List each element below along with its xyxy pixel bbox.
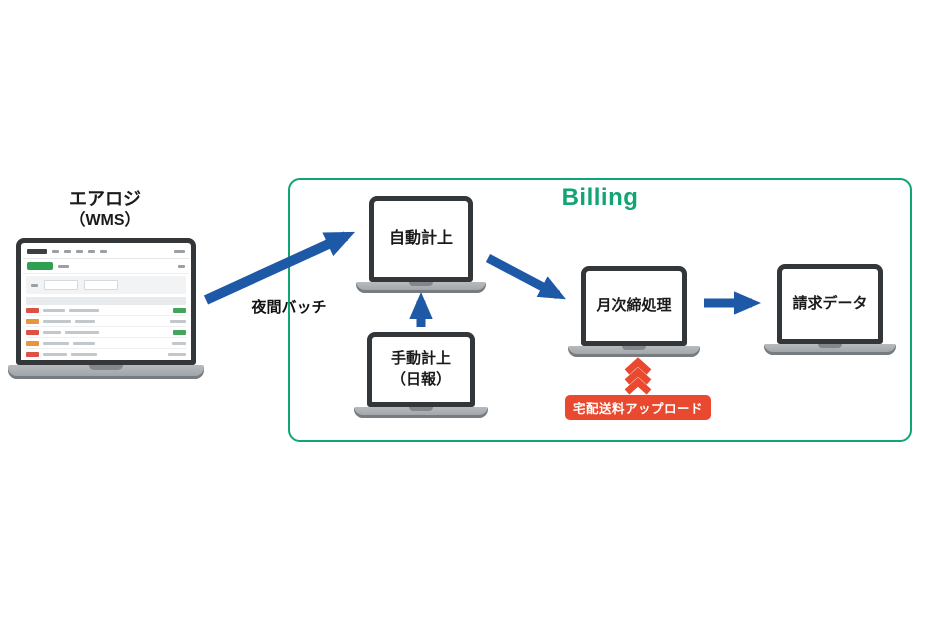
node-invoice-laptop: 請求データ	[764, 264, 896, 355]
upload-badge: 宅配送料アップロード	[565, 395, 711, 420]
wms-ui-navbar	[23, 245, 189, 259]
wms-ui-table-row	[26, 338, 186, 349]
invoice-laptop-base	[764, 344, 896, 355]
manual-laptop-base	[354, 407, 488, 418]
monthly-label: 月次締処理	[596, 296, 672, 314]
wms-ui-table-row	[26, 316, 186, 327]
node-manual-laptop: 手動計上 （日報）	[354, 332, 488, 418]
wms-laptop-base	[8, 365, 204, 379]
monthly-laptop-screen: 月次締処理	[581, 266, 687, 346]
invoice-label: 請求データ	[792, 294, 868, 312]
billing-box	[288, 178, 912, 442]
night-batch-label: 夜間バッチ	[251, 299, 327, 316]
auto-label: 自動計上	[388, 230, 453, 248]
wms-ui-logo	[27, 249, 47, 254]
manual-label-line2: （日報）	[390, 370, 451, 388]
wms-caption: エアロジ （WMS）	[18, 188, 192, 231]
wms-caption-line2: （WMS）	[69, 211, 141, 229]
wms-caption-line1: エアロジ	[69, 189, 141, 209]
monthly-laptop-base	[568, 346, 700, 357]
node-auto-laptop: 自動計上	[356, 196, 486, 293]
manual-laptop-screen: 手動計上 （日報）	[367, 332, 475, 407]
auto-laptop-base	[356, 282, 486, 293]
wms-ui-table-header	[26, 297, 186, 305]
node-monthly-laptop: 月次締処理	[568, 266, 700, 357]
invoice-laptop-screen: 請求データ	[777, 264, 883, 344]
wms-ui-filter-panel	[26, 276, 186, 294]
wms-screenshot	[23, 245, 189, 358]
node-wms-laptop	[8, 238, 204, 379]
billing-title: Billing	[561, 184, 639, 211]
wms-ui-table-row	[26, 305, 186, 316]
auto-laptop-screen: 自動計上	[369, 196, 473, 282]
manual-label-line1: 手動計上	[390, 350, 451, 368]
wms-ui-table-row	[26, 327, 186, 338]
wms-ui-green-button	[27, 262, 53, 270]
wms-laptop-screen	[16, 238, 196, 365]
wms-ui-toolbar	[23, 259, 189, 274]
wms-ui-table-row	[26, 349, 186, 358]
